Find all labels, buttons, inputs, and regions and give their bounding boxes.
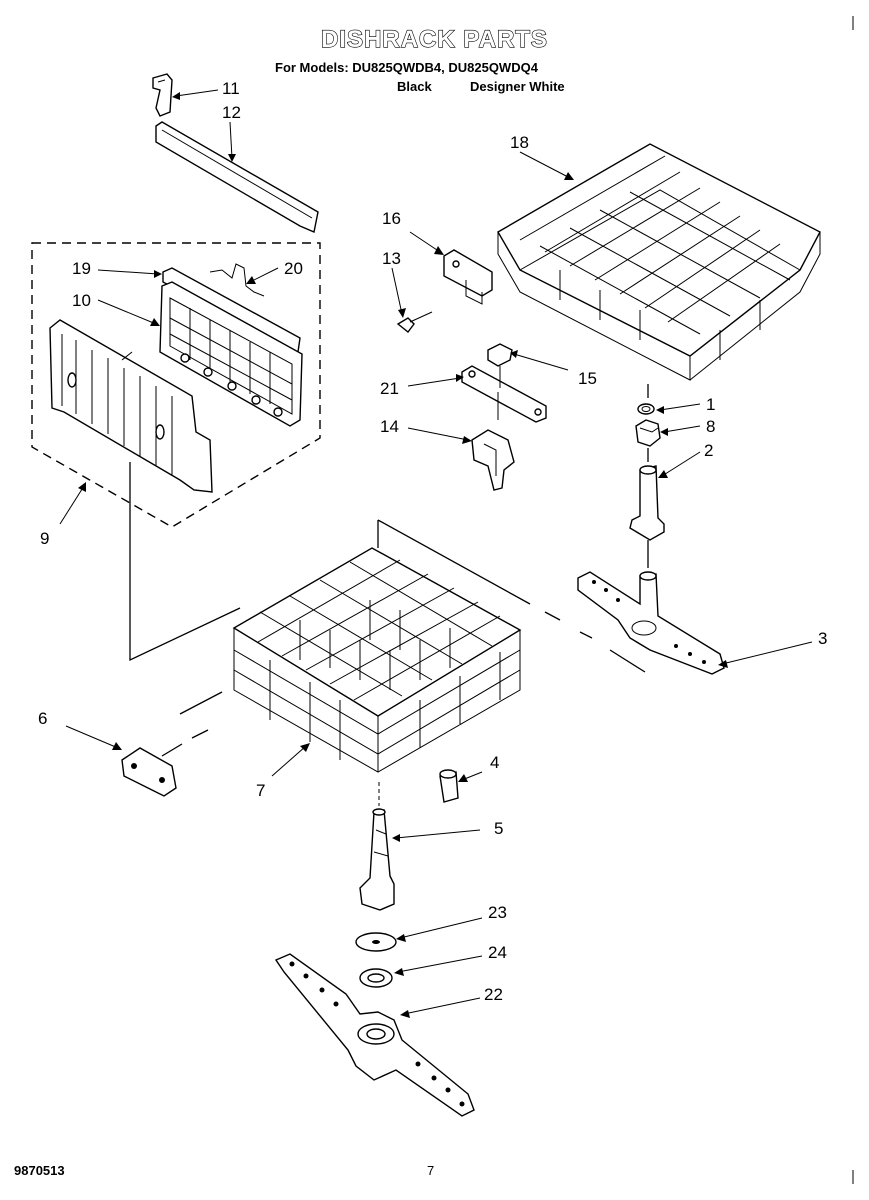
part-18-upper-rack (497, 143, 821, 381)
callout-1: 1 (706, 395, 716, 414)
assembly-lines (129, 384, 649, 806)
callout-13: 13 (382, 249, 401, 268)
callout-20: 20 (284, 259, 303, 278)
part-24-seal (359, 968, 393, 988)
callout-24: 24 (488, 943, 507, 962)
part-21-arm (461, 343, 547, 423)
callout-11: 11 (222, 79, 240, 98)
callout-14: 14 (380, 417, 399, 436)
leader-arrows (59, 89, 813, 1018)
callout-15: 15 (578, 369, 597, 388)
callout-23: 23 (488, 903, 507, 922)
variant-white-label: Designer White (470, 79, 565, 94)
callout-18: 18 (510, 133, 529, 152)
part-8-nut (635, 419, 661, 447)
part-22-lower-spray-arm (274, 953, 475, 1117)
part-23-washer (355, 932, 397, 952)
callout-9: 9 (40, 529, 50, 548)
callout-2: 2 (704, 441, 714, 460)
callout-22: 22 (484, 985, 503, 1004)
part-20-clip (209, 263, 265, 297)
part-10-grille (159, 281, 303, 427)
part-2-tube (629, 465, 665, 541)
callout-6: 6 (38, 709, 48, 728)
callout-21: 21 (380, 379, 399, 398)
part-3-upper-spray-arm (577, 571, 725, 675)
callout-8: 8 (706, 417, 716, 436)
part-14-clip (471, 429, 515, 491)
variant-black-label: Black (397, 79, 432, 94)
part-11-clip (152, 73, 173, 117)
part-16-bracket (443, 249, 493, 305)
document-code: 9870513 (14, 1163, 65, 1178)
page-number: 7 (427, 1163, 435, 1178)
callout-16: 16 (382, 209, 401, 228)
callout-3: 3 (818, 629, 828, 648)
part-1-ring (637, 403, 655, 415)
models-line: For Models: DU825QWDB4, DU825QWDQ4 (275, 60, 538, 75)
part-7-lower-rack (232, 547, 522, 773)
part-5-spray-tube (359, 808, 395, 911)
callout-7: 7 (256, 781, 266, 800)
callout-10: 10 (72, 291, 91, 310)
page-title: DISHRACK PARTS (320, 25, 548, 53)
callout-5: 5 (494, 819, 504, 838)
callout-12: 12 (222, 103, 241, 122)
part-12-rail (155, 121, 319, 233)
part-4-sleeve (439, 769, 459, 803)
assembly-9-dashed-box (31, 242, 321, 528)
callout-19: 19 (72, 259, 91, 278)
part-6-roller (121, 747, 177, 797)
callout-4: 4 (490, 753, 500, 772)
part-9-panel (49, 319, 213, 493)
part-13-screw (396, 311, 433, 333)
